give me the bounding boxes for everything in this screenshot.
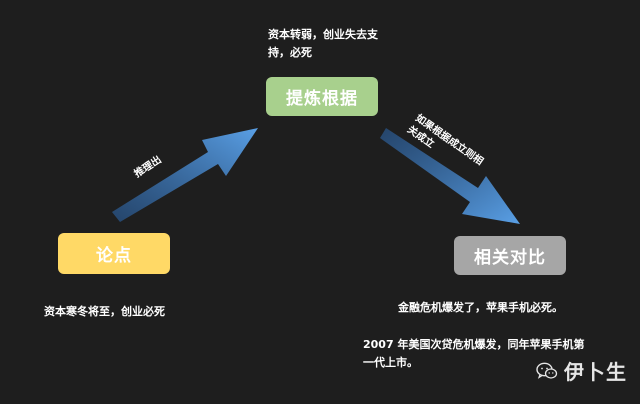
note-contrast-2: 2007 年美国次贷危机爆发，同年苹果手机第一代上市。 [363, 338, 585, 369]
node-thesis: 论点 [58, 233, 170, 274]
node-basis: 提炼根据 [266, 77, 378, 116]
note-thesis: 资本寒冬将至，创业必死 [44, 305, 165, 318]
watermark-text: 伊卜生 [564, 360, 627, 384]
node-basis-label: 提炼根据 [286, 89, 358, 109]
node-thesis-label: 论点 [96, 246, 132, 266]
note-contrast-1: 金融危机爆发了，苹果手机必死。 [398, 301, 563, 314]
note-basis: 资本转弱，创业失去支持，必死 [268, 28, 378, 59]
node-contrast: 相关对比 [454, 236, 566, 275]
arrow-thesis-to-basis [112, 128, 258, 222]
arrow-basis-to-contrast [380, 128, 520, 224]
wechat-icon [536, 362, 558, 379]
node-contrast-label: 相关对比 [474, 248, 546, 268]
watermark: 伊卜生 [536, 356, 627, 385]
